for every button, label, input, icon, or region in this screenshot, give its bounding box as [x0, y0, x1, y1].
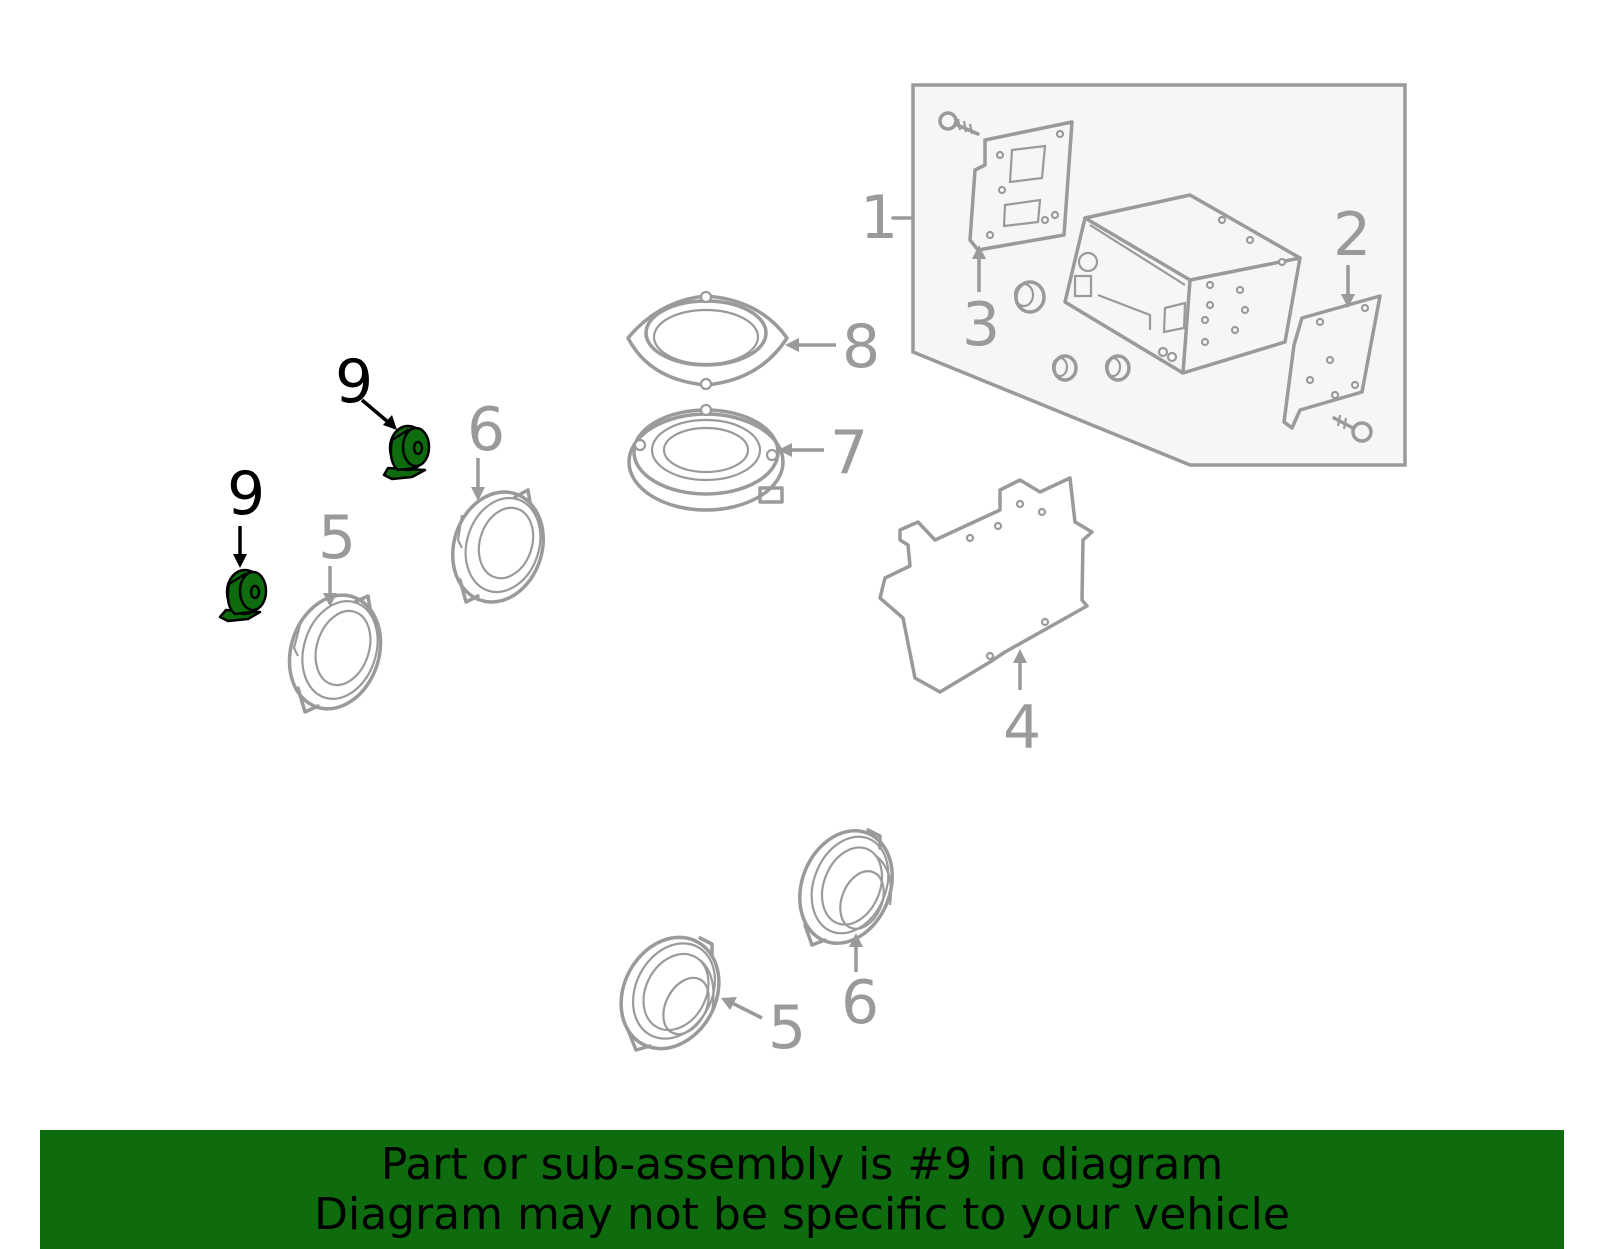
callout-3: 3 — [962, 290, 1000, 360]
info-banner: Part or sub-assembly is #9 in diagram Di… — [40, 1130, 1564, 1249]
right-bracket — [1282, 294, 1382, 430]
radio-head-unit — [1063, 193, 1302, 375]
parts-diagram: 1 3 — [218, 83, 1407, 1063]
part-9-upper — [382, 424, 431, 481]
callout-8: 8 — [842, 312, 880, 382]
speaker-5-upper — [287, 593, 383, 714]
callout-6-lower: 6 — [841, 968, 879, 1038]
knob-3 — [1104, 354, 1131, 382]
callout-6-upper: 6 — [467, 395, 505, 465]
radio-assembly-group: 1 3 — [860, 83, 1407, 467]
callout-1: 1 — [860, 183, 898, 253]
knob-1 — [1013, 280, 1046, 314]
knob-2 — [1051, 354, 1078, 382]
callout-5-lower: 5 — [768, 993, 806, 1063]
speaker-ring-8 — [626, 290, 789, 391]
info-line-disclaimer: Diagram may not be specific to your vehi… — [314, 1189, 1290, 1240]
callout-9-lower: 9 — [227, 459, 265, 529]
speaker-7 — [627, 403, 785, 512]
screw-bottom-right — [1332, 414, 1373, 443]
info-line-part: Part or sub-assembly is #9 in diagram — [380, 1139, 1224, 1190]
callout-5-upper: 5 — [318, 503, 356, 573]
callout-7: 7 — [830, 418, 868, 488]
speaker-6-upper — [450, 488, 546, 604]
part-9-lower — [218, 568, 268, 623]
callout-2: 2 — [1333, 200, 1371, 270]
screw-top-left — [938, 111, 980, 136]
module-bracket — [878, 476, 1094, 694]
speaker-6-lower — [798, 828, 894, 947]
callout-4: 4 — [1003, 693, 1041, 763]
left-bracket — [968, 120, 1074, 252]
speaker-5-lower — [619, 935, 721, 1052]
